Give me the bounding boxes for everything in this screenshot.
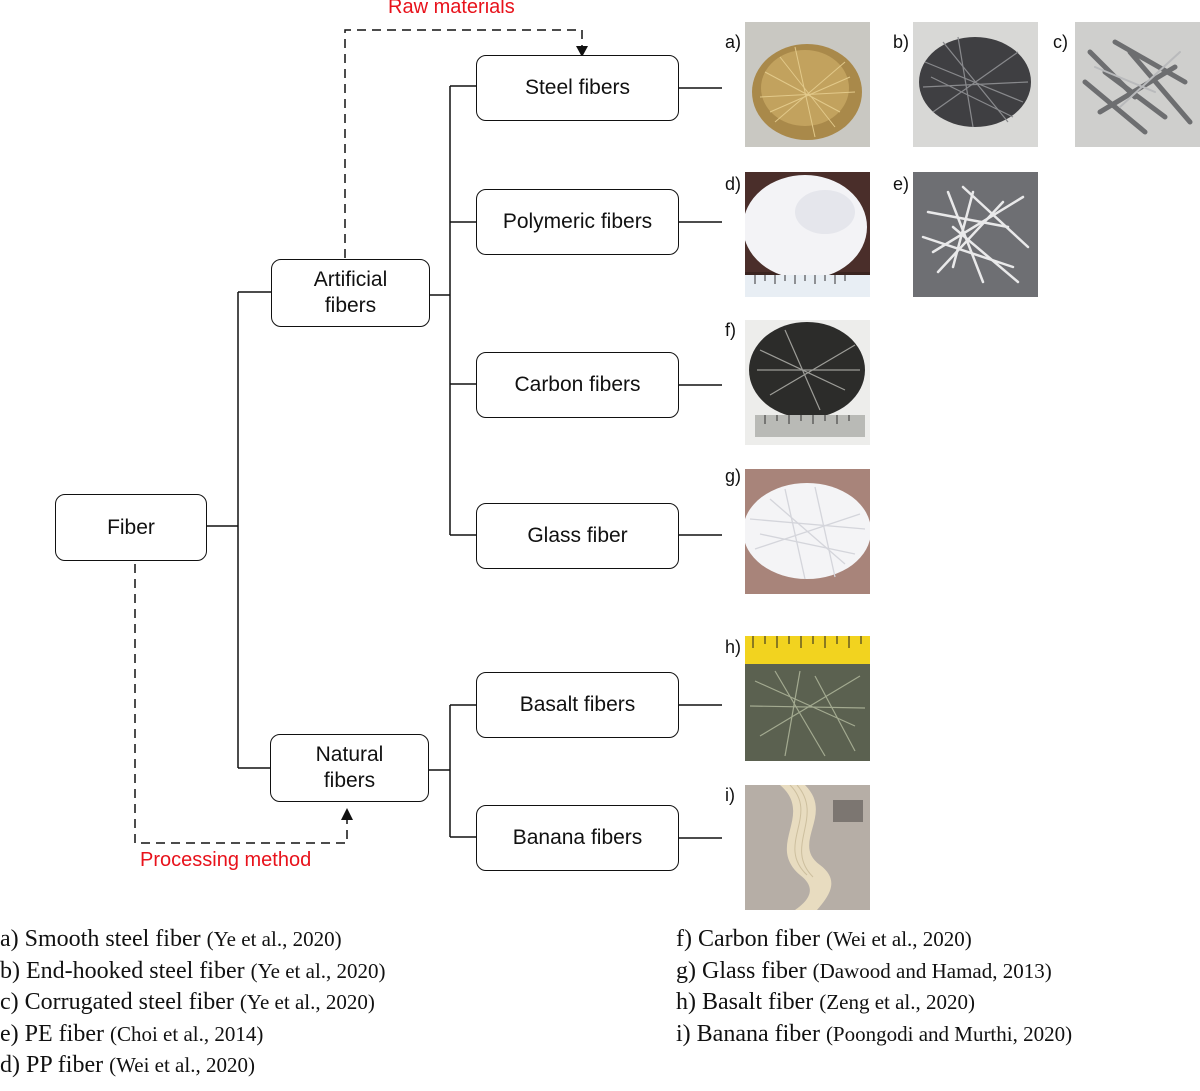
natural-fibers-node: Natural fibers xyxy=(270,734,429,802)
steel-fibers-node: Steel fibers xyxy=(476,55,679,121)
legend-item-d: d) PP fiber (Wei et al., 2020) xyxy=(0,1052,255,1078)
legend-item-f: f) Carbon fiber (Wei et al., 2020) xyxy=(676,926,972,952)
polymeric-fibers-node: Polymeric fibers xyxy=(476,189,679,255)
legend-item-i: i) Banana fiber (Poongodi and Murthi, 20… xyxy=(676,1020,1073,1047)
photo-tag-a: a) xyxy=(725,32,742,52)
legend-right: f) Carbon fiber (Wei et al., 2020) g) Gl… xyxy=(676,924,1072,1050)
legend-item-b: b) End-hooked steel fiber (Ye et al., 20… xyxy=(0,957,386,984)
processing-method-label: Processing method xyxy=(140,849,312,871)
corrugated-steel-fiber-photo xyxy=(1075,22,1200,147)
glass-fiber-node: Glass fiber xyxy=(476,503,679,569)
photo-tag-i: i) xyxy=(725,785,735,805)
smooth-steel-fiber-photo xyxy=(745,22,870,147)
raw-materials-label: Raw materials xyxy=(388,0,515,18)
legend-item-c: c) Corrugated steel fiber (Ye et al., 20… xyxy=(0,989,375,1015)
basalt-fibers-node: Basalt fibers xyxy=(476,672,679,738)
banana-fibers-node: Banana fibers xyxy=(476,805,679,871)
legend-item-e: e) PE fiber (Choi et al., 2014) xyxy=(0,1020,264,1047)
basalt-fiber-photo xyxy=(745,636,870,761)
carbon-fibers-node: Carbon fibers xyxy=(476,352,679,418)
photo-tag-h: h) xyxy=(725,637,742,657)
fiber-root-node: Fiber xyxy=(55,494,207,561)
banana-fiber-photo xyxy=(745,785,870,910)
artificial-fibers-node: Artificial fibers xyxy=(271,259,430,327)
photo-tag-e: e) xyxy=(893,174,910,194)
photo-tag-d: d) xyxy=(725,174,742,194)
legend-item-g: g) Glass fiber (Dawood and Hamad, 2013) xyxy=(676,957,1052,984)
end-hooked-steel-fiber-photo xyxy=(913,22,1038,147)
photo-tag-g: g) xyxy=(725,466,742,486)
legend-item-a: a) Smooth steel fiber (Ye et al., 2020) xyxy=(0,926,342,952)
photo-tag-f: f) xyxy=(725,320,736,340)
carbon-fiber-photo xyxy=(745,320,870,445)
legend-left: a) Smooth steel fiber (Ye et al., 2020) … xyxy=(0,924,386,1082)
glass-fiber-photo xyxy=(745,469,870,594)
photo-tag-c: c) xyxy=(1053,32,1068,52)
pe-fiber-photo xyxy=(913,172,1038,297)
photo-tag-b: b) xyxy=(893,32,910,52)
legend-item-h: h) Basalt fiber (Zeng et al., 2020) xyxy=(676,989,975,1015)
pp-fiber-photo xyxy=(745,172,870,297)
